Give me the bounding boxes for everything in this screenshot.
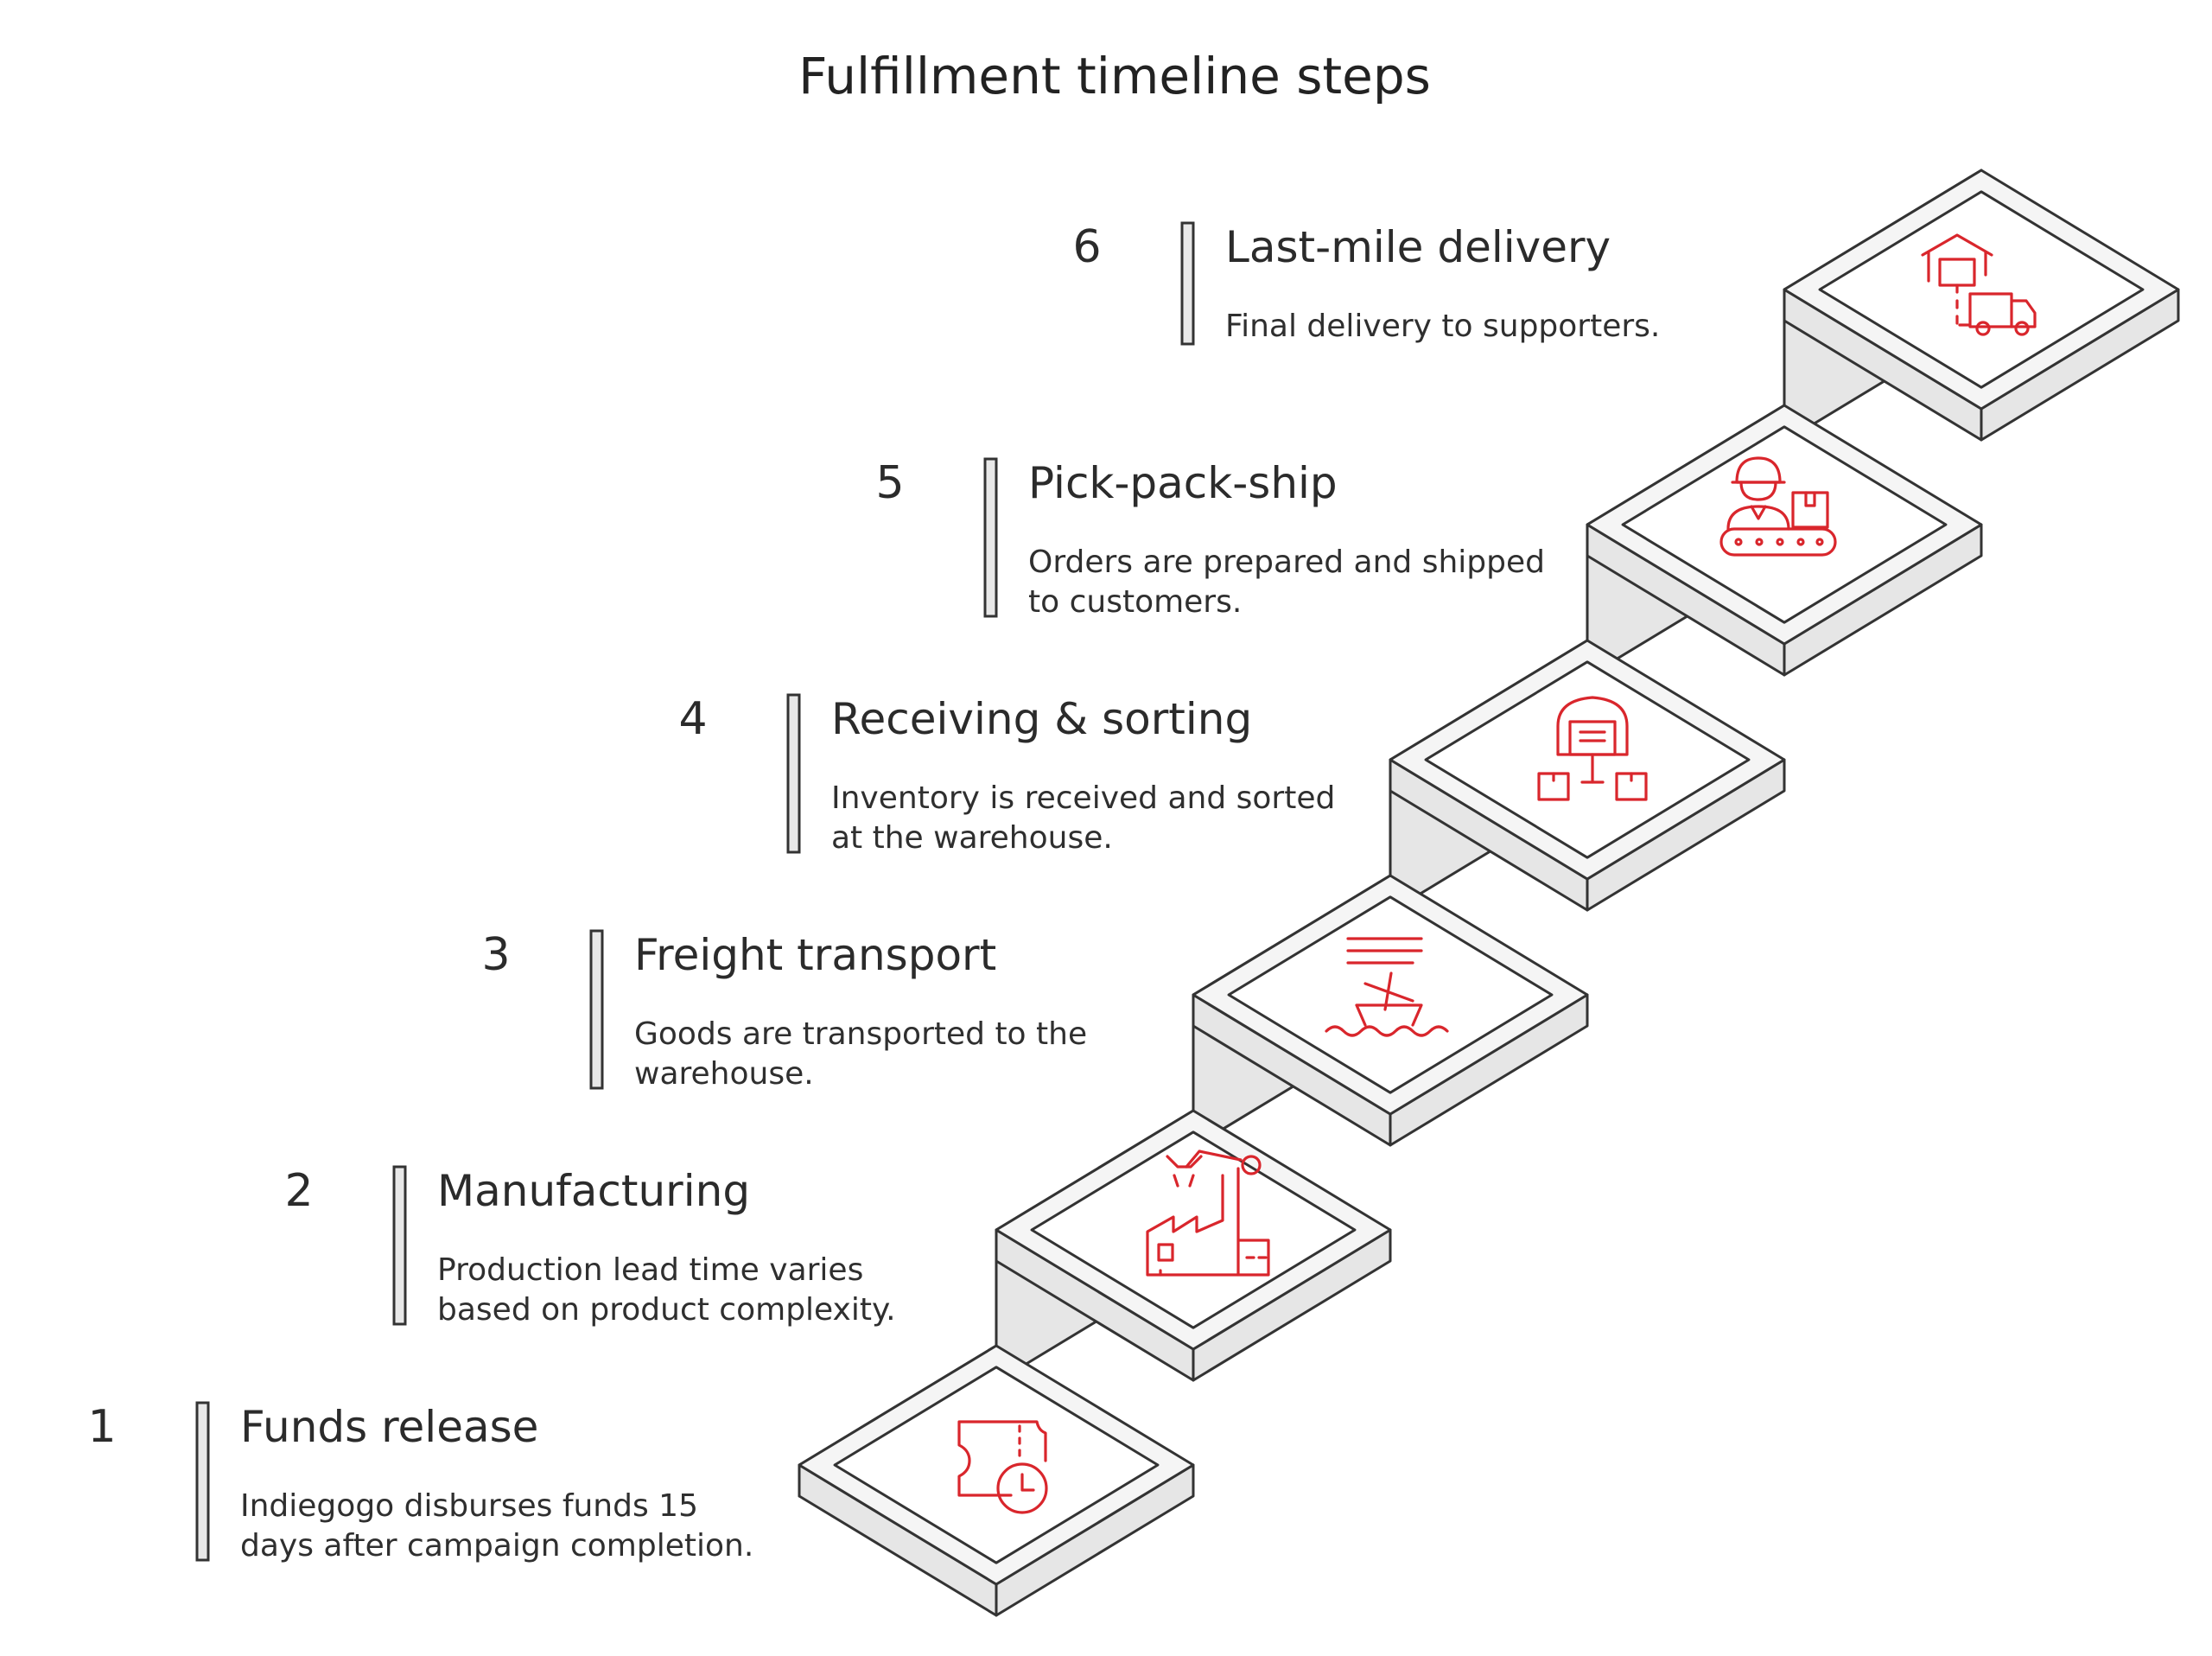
step-title: Freight transport xyxy=(634,930,996,980)
step-bar xyxy=(786,693,801,854)
step-bar xyxy=(195,1401,210,1562)
step-description: based on product complexity. xyxy=(437,1292,896,1328)
factory-robot-arm-icon xyxy=(1146,1150,1270,1277)
step-title: Receiving & sorting xyxy=(831,694,1252,744)
step-description: Inventory is received and sorted xyxy=(831,780,1335,816)
step-title: Manufacturing xyxy=(437,1166,750,1216)
step-tile-inner xyxy=(1227,895,1554,1094)
diagram-title: Fulfillment timeline steps xyxy=(798,47,1431,105)
step-description: Final delivery to supporters. xyxy=(1225,309,1660,344)
step-description: days after campaign completion. xyxy=(240,1528,753,1564)
ticket-clock-icon xyxy=(957,1420,1048,1514)
warehouse-sorting-icon xyxy=(1537,696,1648,801)
step-number: 3 xyxy=(481,929,510,981)
step-description: Indiegogo disburses funds 15 xyxy=(240,1488,698,1524)
step-description: to customers. xyxy=(1028,584,1242,620)
step-description: warehouse. xyxy=(634,1056,814,1092)
step-number: 5 xyxy=(875,457,904,509)
cargo-ship-icon xyxy=(1325,937,1449,1037)
step-icons xyxy=(957,233,2037,1514)
worker-conveyor-icon xyxy=(1719,456,1837,557)
step-tile-inner xyxy=(1621,425,1948,624)
step-number: 4 xyxy=(678,693,707,745)
step-bar xyxy=(983,457,998,618)
step-tile-inner xyxy=(1030,1131,1357,1329)
step-title: Funds release xyxy=(240,1402,538,1452)
step-title: Pick-pack-ship xyxy=(1028,458,1338,508)
warehouse-truck-icon xyxy=(1921,233,2037,336)
step-bar xyxy=(589,929,604,1090)
step-bar xyxy=(392,1165,407,1326)
staircase xyxy=(798,169,2180,1617)
step-title: Last-mile delivery xyxy=(1225,222,1611,272)
step-tile-inner xyxy=(1424,660,1751,859)
step-description: Production lead time varies xyxy=(437,1252,863,1288)
step-bar xyxy=(1180,221,1195,346)
step-number: 1 xyxy=(87,1401,116,1453)
step-description: Orders are prepared and shipped xyxy=(1028,545,1545,580)
step-description: at the warehouse. xyxy=(831,820,1113,856)
step-number: 2 xyxy=(284,1165,313,1217)
step-number: 6 xyxy=(1072,221,1101,273)
step-tile-inner xyxy=(1818,190,2145,389)
step-tile-inner xyxy=(833,1366,1160,1564)
step-description: Goods are transported to the xyxy=(634,1016,1087,1052)
